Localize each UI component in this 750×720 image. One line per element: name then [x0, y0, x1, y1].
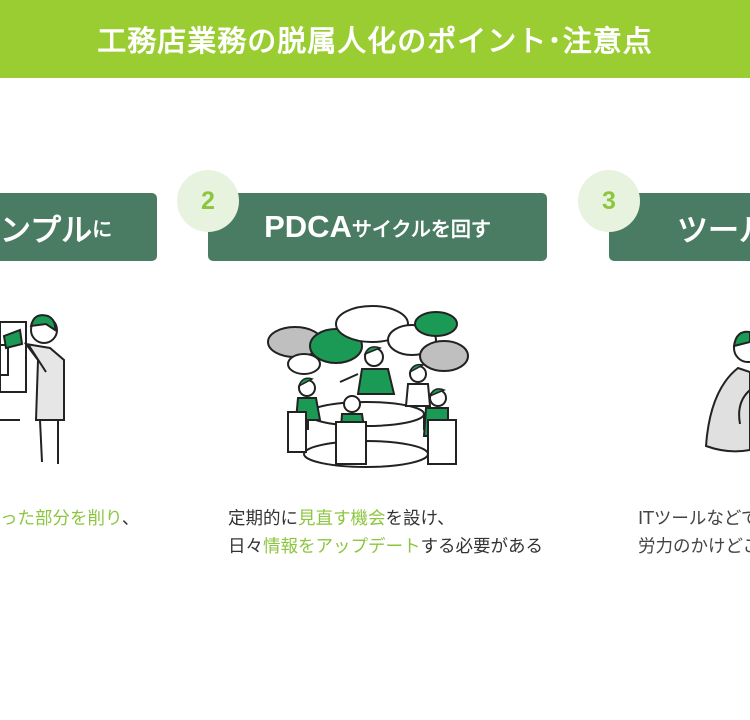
card-2-desc-line2-b: する必要がある — [420, 537, 544, 557]
card-3-title-main: ツール — [677, 212, 750, 248]
thinking-person-illustration — [704, 330, 750, 453]
card-3-description: ITツールなどで 労力のかけどこ — [638, 505, 750, 561]
card-2-number-badge: 2 — [177, 170, 239, 232]
card-1-desc-tail: 、 — [121, 509, 140, 529]
card-3-desc-line-2: 労力のかけどこ — [638, 537, 750, 557]
card-2-desc-line-1: 定期的に見直す機会を設け、 — [228, 505, 543, 533]
card-2-number: 2 — [201, 186, 215, 215]
card-1-title-suffix: に — [92, 216, 113, 241]
page-title: 工務店業務の脱属人化のポイント･注意点 — [97, 24, 653, 58]
card-2-desc-line2-highlight: 情報をアップデート — [263, 537, 421, 557]
card-3-desc-line-1: ITツールなどで — [638, 509, 750, 529]
card-3-number-badge: 3 — [578, 170, 640, 232]
presenter-illustration — [0, 314, 65, 464]
card-1-description: った部分を削り、 — [0, 505, 139, 533]
card-3-number: 3 — [602, 186, 616, 215]
card-2-desc-line-2: 日々情報をアップデートする必要がある — [228, 533, 543, 561]
card-2-description: 定期的に見直す機会を設け、 日々情報をアップデートする必要がある — [228, 505, 543, 561]
card-2-desc-line1-highlight: 見直す機会 — [298, 509, 386, 529]
card-1-title: ンプルに — [0, 193, 157, 261]
card-2-desc-line2-a: 日々 — [228, 537, 263, 557]
card-2-desc-line1-a: 定期的に — [228, 509, 298, 529]
team-meeting-illustration — [267, 305, 469, 468]
card-2-title-suffix: サイクルを回す — [351, 216, 491, 241]
card-1-title-main: ンプル — [0, 212, 93, 248]
header-banner: 工務店業務の脱属人化のポイント･注意点 — [0, 0, 750, 78]
card-2-desc-line1-b: を設け、 — [385, 509, 455, 529]
card-2-title-main: PDCA — [264, 209, 352, 244]
card-1-desc-highlight: った部分を削り — [0, 509, 122, 529]
